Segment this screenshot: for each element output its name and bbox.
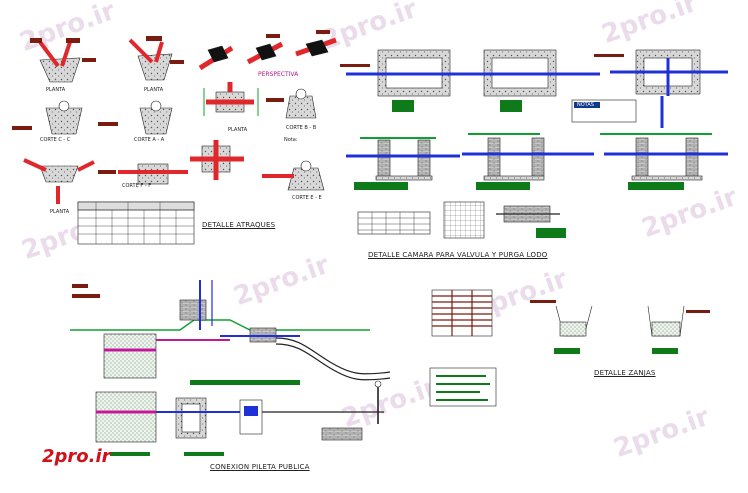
- planta-label: PLANTA: [50, 209, 70, 215]
- corte-aa-label: CORTE A - A: [134, 137, 165, 143]
- zanjas-group: [429, 289, 710, 407]
- perspectiva: [198, 30, 337, 71]
- corte-bb: [266, 88, 317, 119]
- detalle-atraques-title: DETALLE ATRAQUES: [202, 221, 276, 229]
- notas-box-label: NOTAS: [577, 102, 594, 108]
- detalle-camara-title: DETALLE CAMARA PARA VALVULA Y PURGA LODO: [368, 251, 548, 259]
- planta-label: PLANTA: [228, 127, 248, 133]
- planta-1: [30, 38, 96, 83]
- perspectiva-label: PERSPECTIVA: [258, 71, 299, 78]
- atraques-table: [77, 201, 195, 245]
- corte-ff-label: CORTE F - F: [122, 183, 152, 189]
- brand-logo: 2pro.ir: [42, 446, 111, 467]
- corte-aa: [98, 100, 173, 135]
- corte-ee-label: CORTE E - E: [292, 195, 322, 201]
- planta-2: [128, 36, 184, 81]
- camara-group: [340, 49, 728, 239]
- corte-cc-label: CORTE C - C: [40, 137, 71, 143]
- cross-fitting: [98, 163, 188, 185]
- planta-tee: [203, 82, 259, 116]
- corte-ee: [262, 160, 325, 191]
- planta-label: PLANTA: [46, 87, 66, 93]
- detalle-zanjas-title: DETALLE ZANJAS: [594, 369, 656, 377]
- planta-label: PLANTA: [144, 87, 164, 93]
- corte-ff: [23, 158, 95, 204]
- atraques-group: [12, 30, 337, 245]
- corte-bb-label: CORTE B - B: [286, 125, 317, 131]
- conexion-group: [70, 280, 391, 456]
- corte-cc: [12, 100, 83, 135]
- conexion-pileta-title: CONEXION PILETA PUBLICA: [210, 463, 310, 471]
- planta-cross: [190, 140, 244, 180]
- notas-label: Nota:: [284, 137, 298, 143]
